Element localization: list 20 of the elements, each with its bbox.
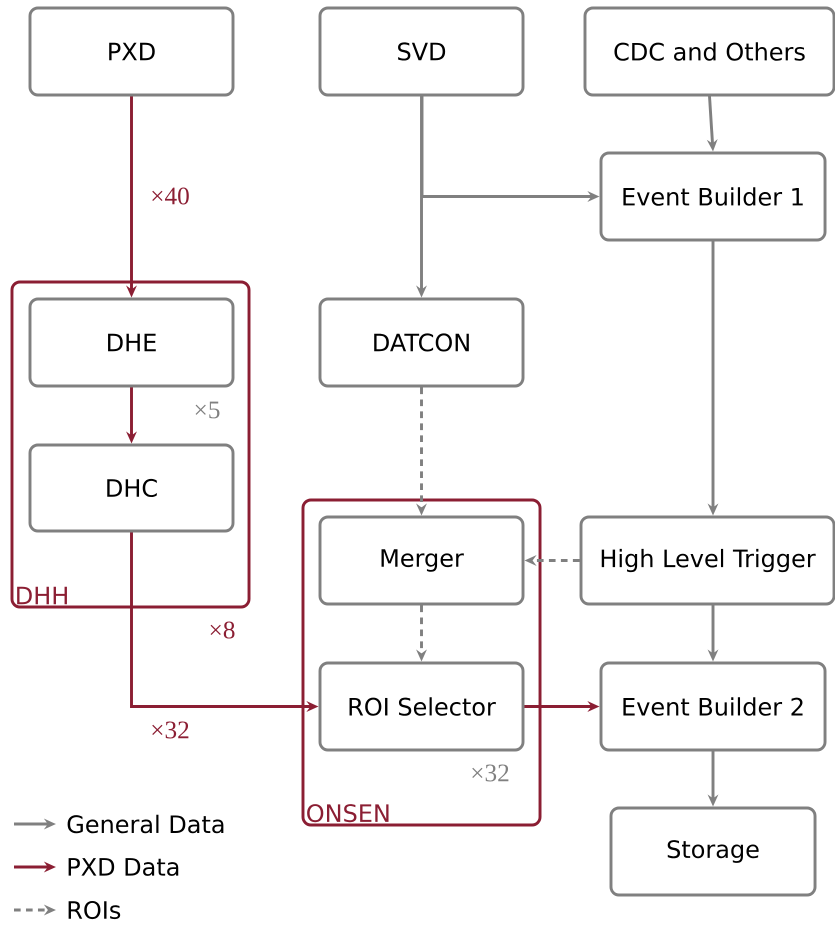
process-box: High Level Trigger <box>580 516 835 606</box>
multiplicity-label: ×40 <box>152 187 189 205</box>
process-box: DATCON <box>318 298 524 388</box>
process-box: ROI Selector <box>318 662 524 752</box>
process-box: SVD <box>318 6 524 96</box>
legend-label: General Data <box>68 814 224 834</box>
multiplicity-label: ×5 <box>196 402 220 418</box>
process-box: Merger <box>318 516 524 606</box>
multiplicity-label: ×32 <box>472 764 508 782</box>
process-box: CDC and Others <box>584 6 835 96</box>
process-box: DHC <box>28 444 234 532</box>
process-box: DHE <box>28 298 234 388</box>
legend-label: PXD Data <box>68 858 178 876</box>
process-box: Event Builder 2 <box>600 662 826 752</box>
process-box: Event Builder 1 <box>600 152 826 242</box>
process-box: Storage <box>610 806 816 896</box>
multiplicity-label: ×8 <box>210 621 234 639</box>
multiplicity-label: ×32 <box>152 722 188 738</box>
process-box: PXD <box>28 6 234 96</box>
legend-label: ROIs <box>68 900 120 920</box>
